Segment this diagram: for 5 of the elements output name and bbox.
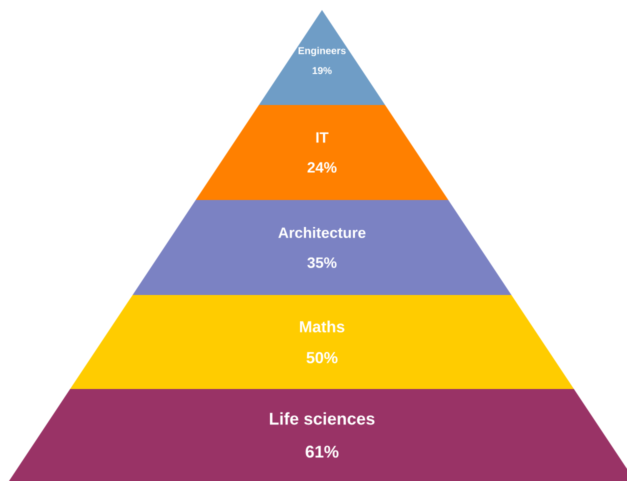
pyramid-tier: Maths 50%: [70, 294, 574, 389]
pyramid-tier: Engineers 19%: [258, 10, 386, 105]
pyramid-tier: Life sciences 61%: [9, 388, 627, 481]
pyramid-tier: IT 24%: [196, 104, 448, 200]
pyramid-tier: Architecture 35%: [132, 200, 512, 295]
